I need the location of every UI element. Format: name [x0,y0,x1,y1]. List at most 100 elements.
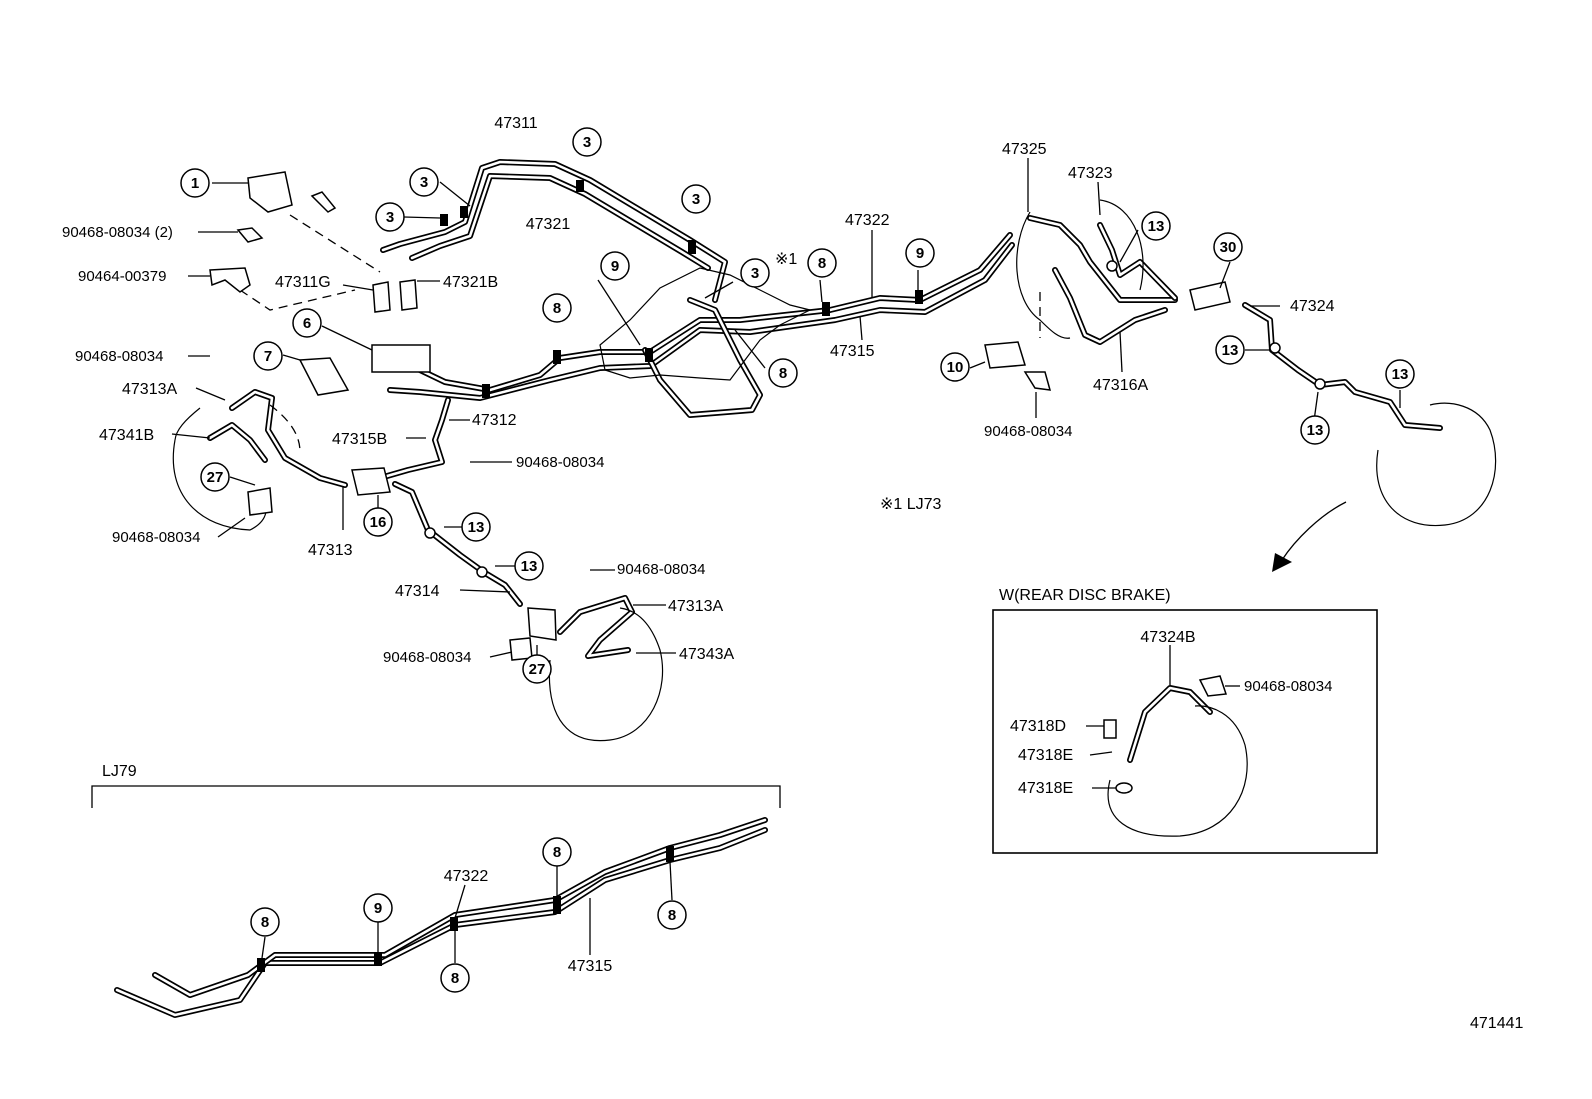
fittings-47321B [399,279,418,311]
label-47321B: 47321B [443,274,498,291]
lj79-callout-8-c: 8 [542,837,572,867]
callout-16: 16 [363,507,393,537]
inset-label-47318E-b: 47318E [1018,780,1073,797]
label-90468-08034-2: 90468-08034 (2) [62,224,173,241]
callout-8-a: 8 [542,293,572,323]
svg-text:3: 3 [692,191,700,208]
lj79-callout-8-d: 8 [657,900,687,930]
svg-text:13: 13 [1148,218,1165,235]
inset-label-47324B: 47324B [1140,629,1195,646]
svg-text:13: 13 [1307,422,1324,439]
lj79-bracket [91,785,781,808]
figure-number: 471441 [1470,1015,1523,1032]
callout-27-a: 27 [200,462,230,492]
callout-3-c: 3 [375,202,405,232]
inset-title: W(REAR DISC BRAKE) [999,587,1171,604]
svg-text:8: 8 [668,907,676,924]
svg-text:3: 3 [420,174,428,191]
svg-text:13: 13 [1222,342,1239,359]
label-90468-08034-d: 90468-08034 [617,561,705,578]
bolt-47318D [1103,719,1117,739]
brake-pipes [114,159,1443,1018]
small-parts [209,171,1231,794]
svg-text:9: 9 [611,258,619,275]
leader-lines [171,158,1401,963]
label-90468-08034-c: 90468-08034 [112,529,200,546]
svg-text:27: 27 [529,661,546,678]
label-47341B: 47341B [99,427,154,444]
label-47343A: 47343A [679,646,734,663]
callout-30: 30 [1213,232,1243,262]
lj79-callout-8-b: 8 [440,963,470,993]
label-47323: 47323 [1068,165,1113,182]
svg-text:7: 7 [264,348,272,365]
label-47311G: 47311G [275,274,331,291]
clip-90464 [209,267,251,293]
washer-47318E [1115,782,1133,794]
lj79-label-47322: 47322 [444,868,489,885]
svg-text:13: 13 [521,558,538,575]
label-47324: 47324 [1290,298,1335,315]
callout-13-b: 13 [1215,335,1245,365]
callout-9-b: 9 [905,238,935,268]
callout-8-b: 8 [807,248,837,278]
callout-13-a: 13 [1141,211,1171,241]
label-47314: 47314 [395,583,440,600]
label-47315B: 47315B [332,431,387,448]
callout-9-a: 9 [600,251,630,281]
callout-10: 10 [940,352,970,382]
label-90468-08034-a: 90468-08034 [75,348,163,365]
fittings-47311G [372,281,391,313]
label-47325: 47325 [1002,141,1047,158]
svg-text:8: 8 [553,844,561,861]
label-90468-08034-e: 90468-08034 [383,649,471,666]
proportioning-valve [371,344,431,373]
svg-text:16: 16 [370,514,387,531]
label-47322: 47322 [845,212,890,229]
svg-text:3: 3 [751,265,759,282]
inset-label-47318E-a: 47318E [1018,747,1073,764]
svg-text:8: 8 [451,970,459,987]
svg-text:10: 10 [947,359,964,376]
svg-text:9: 9 [374,900,382,917]
callout-13-e: 13 [461,512,491,542]
detail-arrow-head [1272,553,1292,572]
callout-27-b: 27 [522,654,552,684]
rear-disc-brake-inset [992,609,1378,854]
callout-7: 7 [253,341,283,371]
callout-1: 1 [180,168,210,198]
inset-label-90468-08034: 90468-08034 [1244,678,1332,695]
svg-text:8: 8 [553,300,561,317]
clip-90468-b [236,227,264,243]
label-star1: ※1 [775,251,797,268]
callout-3-b: 3 [409,167,439,197]
clip-90468-a [310,191,337,213]
lj79-callout-8-a: 8 [250,907,280,937]
lj79-header: LJ79 [102,763,137,780]
svg-text:3: 3 [583,134,591,151]
label-47313: 47313 [308,542,353,559]
svg-text:8: 8 [779,365,787,382]
label-47321: 47321 [526,216,571,233]
junction-16 [351,467,391,496]
svg-text:27: 27 [207,469,224,486]
callout-3-d: 3 [681,184,711,214]
callout-3-a: 3 [572,127,602,157]
lj79-label-47315: 47315 [568,958,613,975]
bracket-27a [247,487,273,516]
label-47313A-b: 47313A [668,598,723,615]
svg-text:13: 13 [468,519,485,536]
svg-text:8: 8 [818,255,826,272]
callout-8-c: 8 [768,358,798,388]
label-47312: 47312 [472,412,517,429]
callout-13-d: 13 [1385,359,1415,389]
part-labels: 47311 47321 90468-08034 (2) 90464-00379 … [62,115,1523,1032]
label-47313A-a: 47313A [122,381,177,398]
detail-arrow [1281,501,1347,561]
svg-text:8: 8 [261,914,269,931]
svg-text:3: 3 [386,209,394,226]
inset-label-47318D: 47318D [1010,718,1066,735]
svg-text:6: 6 [303,315,311,332]
svg-text:9: 9 [916,245,924,262]
label-90464-00379: 90464-00379 [78,268,166,285]
